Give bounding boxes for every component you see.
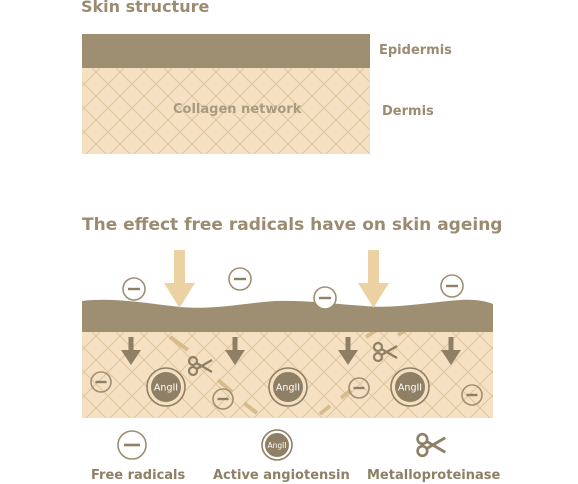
skin-structure-title: Skin structure [81,0,210,16]
free-radical-icon [439,273,465,299]
epidermis-layer [82,34,370,68]
epidermis-wave [82,299,493,332]
legend-metalloproteinase-label: Metalloproteinase [367,468,501,483]
angiotensin-marker: AngII [154,383,178,394]
dermis-label: Dermis [382,104,434,119]
legend-angiotensin-text: AngII [267,441,286,450]
legend-free-radicals-label: Free radicals [91,468,186,483]
dermis-layer [82,68,370,154]
angiotensin-icon: AngII [268,367,308,407]
angiotensin-icon: AngII [390,367,430,407]
free-radicals-title: The effect free radicals have on skin ag… [82,215,503,235]
collagen-network-label: Collagen network [173,102,302,117]
angiotensin-marker: AngII [276,383,300,394]
uv-arrow-icon [358,250,389,308]
legend-free-radical-icon [117,430,147,460]
legend-angiotensin-icon: AngII [261,429,293,461]
uv-arrow-icon [164,250,195,308]
angiotensin-marker: AngII [398,383,422,394]
legend-active-angiotensin-label: Active angiotensin [213,468,350,483]
angiotensin-icon: AngII [146,367,186,407]
free-radical-icon [227,266,253,292]
epidermis-label: Epidermis [379,43,452,58]
legend-scissors-icon [416,432,446,458]
free-radical-icon [121,276,147,302]
free-radical-icon [312,285,338,311]
